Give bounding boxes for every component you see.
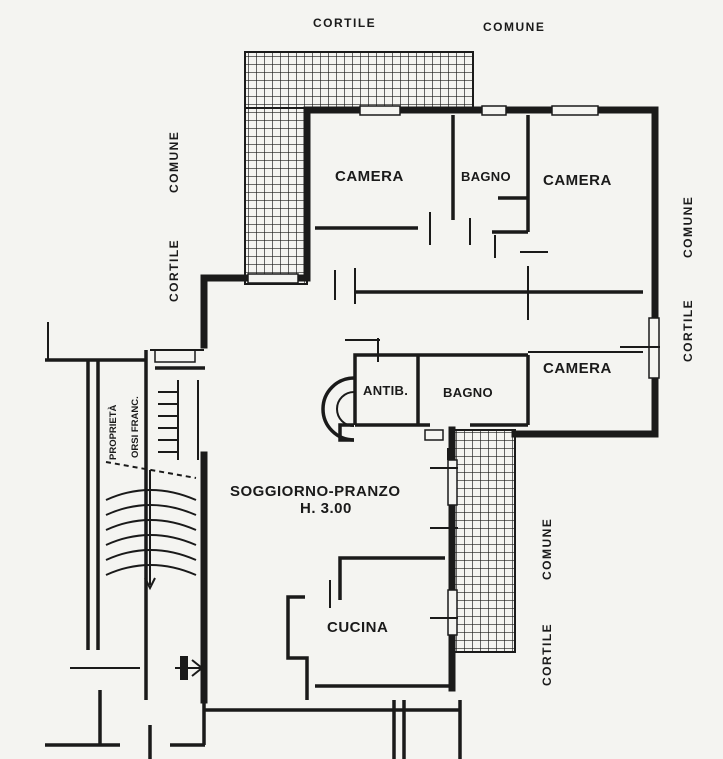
label-camera-1: CAMERA xyxy=(335,168,404,185)
label-orsi-franc: ORSI FRANC. xyxy=(130,396,141,458)
label-comune-right: COMUNE xyxy=(681,196,695,258)
terrace-top xyxy=(244,51,474,109)
label-cortile-top: CORTILE xyxy=(313,16,376,30)
interior-walls xyxy=(286,115,660,759)
label-soggiorno: SOGGIORNO-PRANZO xyxy=(230,483,401,500)
label-comune-bottom-right: COMUNE xyxy=(540,518,554,580)
curved-closet xyxy=(321,376,444,442)
label-cortile-right: CORTILE xyxy=(681,299,695,362)
label-antib: ANTIB. xyxy=(363,383,408,398)
label-bagno-2: BAGNO xyxy=(443,385,493,400)
label-proprieta: PROPRIETÀ xyxy=(108,404,119,460)
label-bagno-1: BAGNO xyxy=(461,169,511,184)
label-camera-2: CAMERA xyxy=(543,172,612,189)
label-comune-left: COMUNE xyxy=(167,131,181,193)
label-cortile-left: CORTILE xyxy=(167,239,181,302)
label-comune-top: COMUNE xyxy=(483,20,545,34)
label-cortile-bottom-right: CORTILE xyxy=(540,623,554,686)
stairwell xyxy=(45,322,206,759)
terrace-left xyxy=(244,107,308,285)
label-cucina: CUCINA xyxy=(327,619,388,636)
label-altezza: H. 3.00 xyxy=(300,500,352,517)
label-camera-3: CAMERA xyxy=(543,360,612,377)
terrace-right xyxy=(452,429,516,653)
